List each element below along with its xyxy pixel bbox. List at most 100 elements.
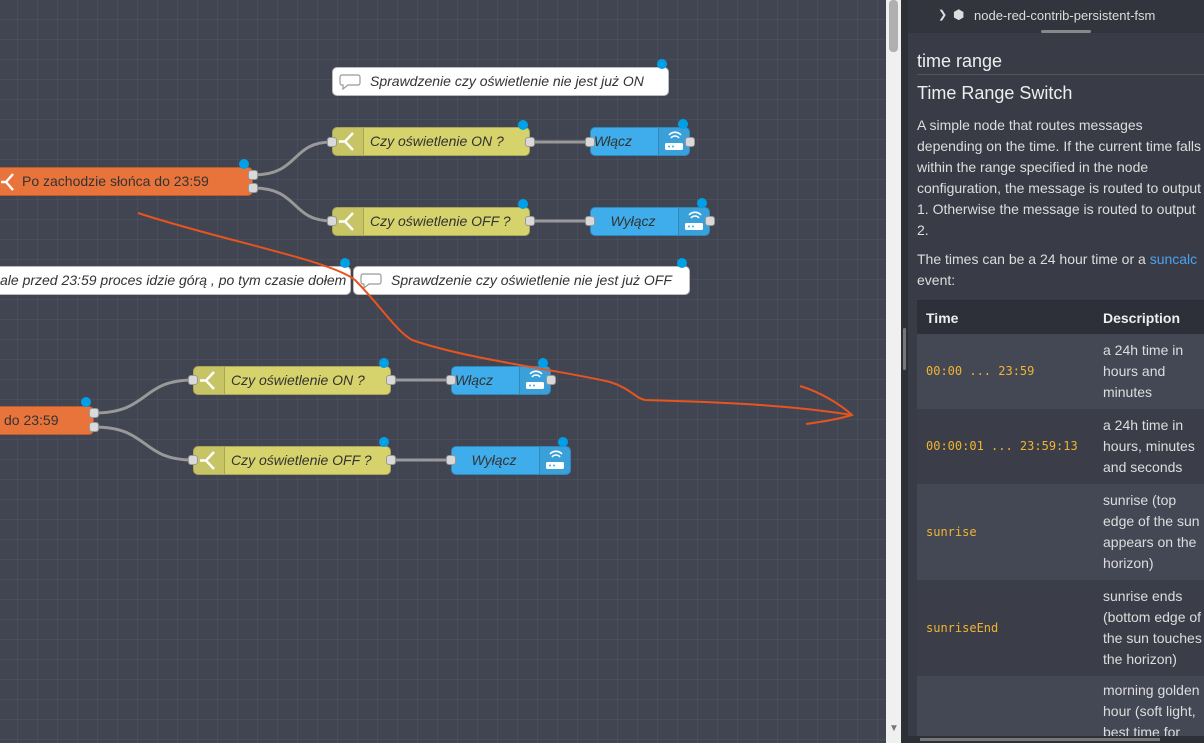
output-port[interactable]: [386, 375, 396, 385]
node-label: Włącz: [454, 372, 494, 388]
output-port[interactable]: [546, 375, 556, 385]
switch-node-on-bottom[interactable]: Czy oświetlenie ON ?: [193, 366, 391, 395]
description-cell: morning golden hour (soft light, best ti…: [1094, 676, 1204, 743]
description-cell: a 24h time in hours, minutes and seconds: [1094, 409, 1204, 484]
output-port-2[interactable]: [248, 183, 258, 193]
suncalc-link[interactable]: suncalc: [1149, 251, 1198, 267]
output-port[interactable]: [525, 216, 535, 226]
changed-indicator: [81, 397, 91, 407]
switch-icon: [333, 208, 364, 235]
table-row: goldenHourEnd morning golden hour (soft …: [917, 676, 1204, 743]
node-label: Czy oświetlenie ON ?: [370, 133, 504, 149]
text: The times can be a 24 hour time or a: [917, 251, 1150, 267]
comment-node-off[interactable]: Sprawdzenie czy oświetlenie nie jest już…: [353, 266, 690, 295]
output-node-on-bottom[interactable]: Włącz: [451, 366, 551, 395]
table-row: 00:00:01 ... 23:59:13 a 24h time in hour…: [917, 409, 1204, 484]
divider: [917, 74, 1204, 75]
flow-canvas[interactable]: Sprawdzenie czy oświetlenie nie jest już…: [0, 0, 886, 743]
time-cell: 00:00:01 ... 23:59:13: [917, 409, 1094, 484]
input-port[interactable]: [327, 216, 337, 226]
annotation-arrow: [137, 212, 854, 425]
node-label: Czy oświetlenie OFF ?: [370, 213, 511, 229]
changed-indicator: [379, 437, 389, 447]
changed-indicator: [538, 358, 548, 368]
input-port[interactable]: [446, 455, 456, 465]
output-port-2[interactable]: [89, 422, 99, 432]
time-cell: sunrise: [917, 484, 1094, 580]
comment-node-left[interactable]: ale przed 23:59 proces idzie górą , po t…: [0, 266, 351, 295]
chevron-right-icon[interactable]: ❯: [938, 9, 948, 21]
output-port-1[interactable]: [89, 408, 99, 418]
splitter-grip[interactable]: [903, 328, 906, 370]
time-table: Time Description 00:00 ... 23:59 a 24h t…: [917, 300, 1204, 743]
input-port[interactable]: [585, 216, 595, 226]
input-port[interactable]: [327, 137, 337, 147]
switch-node-off-bottom[interactable]: Czy oświetlenie OFF ?: [193, 446, 391, 475]
output-port-1[interactable]: [248, 170, 258, 180]
help-paragraph: A simple node that routes messages depen…: [917, 117, 1202, 238]
time-cell: sunriseEnd: [917, 580, 1094, 676]
router-wifi-icon: [519, 367, 550, 394]
router-wifi-icon: [658, 128, 689, 155]
changed-indicator: [697, 198, 707, 208]
node-label: Czy oświetlenie ON ?: [231, 372, 365, 388]
description-cell: sunrise (top edge of the sun appears on …: [1094, 484, 1204, 580]
output-port[interactable]: [525, 137, 535, 147]
changed-indicator: [678, 119, 688, 129]
input-port[interactable]: [585, 137, 595, 147]
help-sidebar: ❯ ⬢ node-red-contrib-persistent-fsm time…: [908, 0, 1204, 743]
output-node-off-bottom[interactable]: Wyłącz: [451, 446, 571, 475]
node-label: Czy oświetlenie OFF ?: [231, 452, 372, 468]
output-node-on-top[interactable]: Włącz: [590, 127, 690, 156]
table-row: sunrise sunrise (top edge of the sun app…: [917, 484, 1204, 580]
canvas-vertical-scrollbar[interactable]: ▼: [886, 0, 901, 743]
comment-node-on[interactable]: Sprawdzenie czy oświetlenie nie jest już…: [332, 67, 669, 96]
help-heading: Time Range Switch: [917, 83, 1073, 103]
time-range-node-top[interactable]: Po zachodzie słońca do 23:59: [0, 167, 253, 196]
sidebar-horizontal-scrollbar[interactable]: [908, 736, 1204, 743]
scrollbar-thumb[interactable]: [889, 0, 898, 52]
cube-icon: ⬢: [953, 7, 965, 22]
sidebar-splitter[interactable]: [901, 0, 908, 743]
input-port[interactable]: [188, 455, 198, 465]
changed-indicator: [239, 159, 249, 169]
time-range-node-bottom[interactable]: do 23:59: [0, 406, 94, 435]
comment-label: Sprawdzenie czy oświetlenie nie jest już…: [370, 73, 644, 89]
module-name: node-red-contrib-persistent-fsm: [974, 8, 1156, 23]
wire: [93, 425, 194, 462]
flow-wires: [93, 140, 590, 462]
switch-icon: [0, 171, 16, 198]
switch-node-off-top[interactable]: Czy oświetlenie OFF ?: [332, 207, 530, 236]
time-cell: 00:00 ... 23:59: [917, 334, 1094, 409]
time-cell: goldenHourEnd: [917, 676, 1094, 743]
changed-indicator: [340, 258, 350, 268]
switch-icon: [194, 367, 225, 394]
switch-icon: [194, 447, 225, 474]
column-header: Time: [917, 300, 1094, 334]
comment-label: Sprawdzenie czy oświetlenie nie jest już…: [391, 272, 672, 288]
node-label: Wyłącz: [610, 213, 656, 229]
panel-resize-handle[interactable]: [1041, 30, 1091, 33]
node-label: do 23:59: [4, 412, 59, 428]
router-wifi-icon: [678, 208, 709, 235]
scrollbar-thumb[interactable]: [920, 738, 1160, 741]
changed-indicator: [558, 437, 568, 447]
module-tree-item[interactable]: ❯ ⬢ node-red-contrib-persistent-fsm: [908, 0, 1204, 33]
output-port[interactable]: [705, 216, 715, 226]
changed-indicator: [657, 59, 667, 69]
scroll-down-arrow-icon[interactable]: ▼: [889, 723, 899, 734]
output-port[interactable]: [685, 137, 695, 147]
changed-indicator: [518, 199, 528, 209]
input-port[interactable]: [188, 375, 198, 385]
switch-node-on-top[interactable]: Czy oświetlenie ON ?: [332, 127, 530, 156]
changed-indicator: [677, 258, 687, 268]
output-port[interactable]: [386, 455, 396, 465]
wire: [93, 378, 194, 415]
node-label: Włącz: [593, 133, 633, 149]
output-node-off-top[interactable]: Wyłącz: [590, 207, 710, 236]
help-title: time range: [917, 51, 1003, 71]
comment-label: ale przed 23:59 proces idzie górą , po t…: [0, 272, 347, 288]
help-paragraph: The times can be a 24 hour time or a sun…: [917, 249, 1202, 291]
wire: [252, 140, 333, 177]
input-port[interactable]: [446, 375, 456, 385]
